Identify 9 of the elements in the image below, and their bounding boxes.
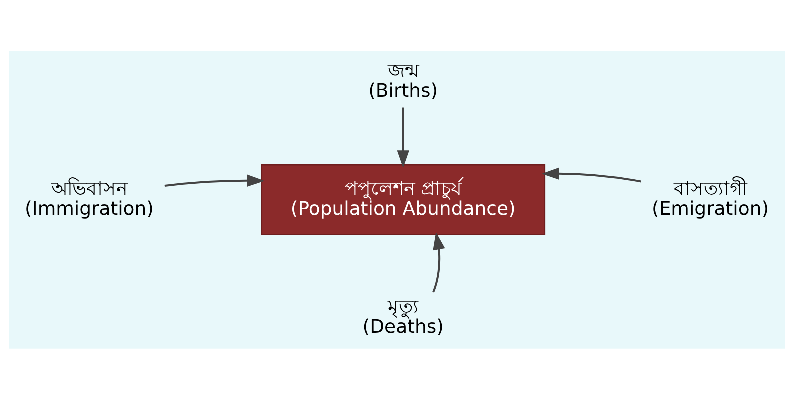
node-text: অভিবাসন (Immigration) <box>24 178 154 220</box>
arrow <box>541 168 642 183</box>
arrow <box>164 174 264 188</box>
node-text: মৃত্যু (Deaths) <box>362 296 444 338</box>
arrow <box>396 108 409 168</box>
arrow <box>432 232 445 293</box>
node-text: জন্ম (Births) <box>368 60 438 102</box>
node-text: বাসত্যাগী (Emigration) <box>652 178 769 220</box>
node-box: পপুলেশন প্রাচুর্য (Population Abundance) <box>260 164 546 236</box>
